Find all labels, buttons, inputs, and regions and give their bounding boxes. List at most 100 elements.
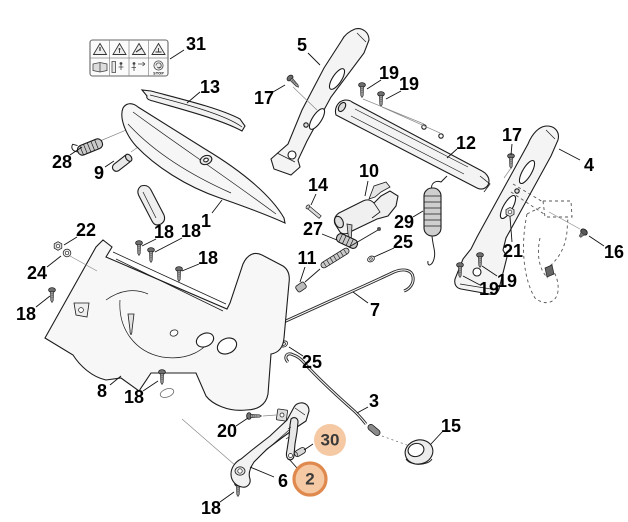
part-label-18[interactable]: 18 bbox=[201, 498, 221, 518]
highlight-circle-part-2[interactable] bbox=[292, 461, 328, 497]
leader-part-6-33 bbox=[249, 466, 275, 478]
leader-lines-layer bbox=[35, 49, 605, 503]
screw-18-d bbox=[48, 287, 56, 304]
part-label-31[interactable]: 31 bbox=[186, 34, 206, 54]
leader-part-19-7 bbox=[385, 90, 402, 100]
part-label-11[interactable]: 11 bbox=[297, 248, 316, 268]
part-1-cover bbox=[122, 104, 285, 223]
part-label-18[interactable]: 18 bbox=[198, 248, 218, 268]
blade-stop-icon: STOP bbox=[153, 61, 164, 76]
warning-blade-triangle-icon bbox=[152, 44, 165, 55]
keep-distance-icon bbox=[112, 62, 124, 73]
leader-part-31-0 bbox=[169, 49, 185, 60]
part-label-12[interactable]: 12 bbox=[456, 133, 476, 153]
part-label-19[interactable]: 19 bbox=[399, 74, 419, 94]
part-label-18[interactable]: 18 bbox=[16, 304, 36, 324]
leader-part-4-10 bbox=[558, 148, 581, 161]
part-label-14[interactable]: 14 bbox=[308, 175, 328, 195]
ghost-installed-bracket bbox=[511, 184, 572, 303]
safety-sticker: STOP bbox=[90, 40, 168, 76]
leader-part-30 bbox=[303, 443, 314, 451]
part-28-spring bbox=[71, 134, 104, 158]
leader-part-25-25 bbox=[288, 346, 304, 357]
leader-part-20-32 bbox=[235, 417, 249, 427]
washer-25-upper bbox=[367, 255, 376, 263]
leader-part-17-5 bbox=[272, 84, 286, 93]
part-9-pin bbox=[111, 153, 133, 173]
read-manual-icon bbox=[93, 63, 107, 73]
part-label-5[interactable]: 5 bbox=[297, 35, 307, 55]
part-label-28[interactable]: 28 bbox=[52, 152, 72, 172]
leader-part-19-28 bbox=[481, 265, 498, 277]
warning-bystander-triangle-icon bbox=[113, 44, 126, 55]
part-label-18[interactable]: 18 bbox=[154, 222, 174, 242]
part-label-20[interactable]: 20 bbox=[217, 421, 237, 441]
part-label-17[interactable]: 17 bbox=[254, 88, 274, 108]
leader-part-8-30 bbox=[109, 375, 122, 386]
part-label-25[interactable]: 25 bbox=[393, 232, 413, 252]
sticker-stop-text: STOP bbox=[153, 72, 164, 76]
part-label-19[interactable]: 19 bbox=[497, 271, 517, 291]
leader-part-28-2 bbox=[69, 146, 83, 156]
leader-part-24-13 bbox=[46, 255, 62, 268]
screw-16 bbox=[576, 227, 590, 240]
part-label-2[interactable]: 2 bbox=[305, 470, 314, 489]
part-label-15[interactable]: 15 bbox=[441, 416, 461, 436]
part-label-7[interactable]: 7 bbox=[370, 300, 380, 320]
leader-part-18-15 bbox=[154, 237, 183, 253]
part-label-19[interactable]: 19 bbox=[479, 279, 499, 299]
leader-part-16-29 bbox=[588, 235, 605, 247]
part-label-8[interactable]: 8 bbox=[97, 381, 107, 401]
leader-part-19-27 bbox=[462, 275, 481, 286]
leader-part-25-22 bbox=[373, 247, 395, 258]
part-label-29[interactable]: 29 bbox=[394, 212, 414, 232]
part-11-cable bbox=[295, 227, 381, 293]
part-6-mounting-bracket bbox=[231, 403, 309, 487]
part-label-3[interactable]: 3 bbox=[369, 391, 379, 411]
part-label-30[interactable]: 30 bbox=[321, 431, 340, 450]
leader-part-9-3 bbox=[104, 160, 115, 168]
washer-24 bbox=[62, 248, 72, 258]
nut-22 bbox=[53, 241, 63, 251]
part-label-13[interactable]: 13 bbox=[200, 77, 220, 97]
part-label-24[interactable]: 24 bbox=[27, 263, 47, 283]
part-label-4[interactable]: 4 bbox=[584, 155, 594, 175]
part-29-tension-spring bbox=[424, 176, 447, 265]
part-label-27[interactable]: 27 bbox=[303, 219, 323, 239]
handle-pivot-bar bbox=[138, 186, 165, 226]
leader-part-18-17 bbox=[35, 295, 51, 308]
leader-part-18-34 bbox=[219, 491, 235, 503]
part-label-10[interactable]: 10 bbox=[359, 161, 379, 181]
part-3-link-rod bbox=[286, 354, 381, 437]
leader-part-5-4 bbox=[307, 52, 321, 66]
highlight-circle-part-30[interactable] bbox=[314, 424, 346, 456]
part-label-22[interactable]: 22 bbox=[76, 220, 96, 240]
screw-19-b bbox=[377, 91, 385, 108]
part-label-1[interactable]: 1 bbox=[201, 211, 211, 231]
part-label-19[interactable]: 19 bbox=[379, 63, 399, 83]
part-label-16[interactable]: 16 bbox=[604, 242, 624, 262]
screw-18-a bbox=[135, 240, 143, 257]
leader-part-2 bbox=[288, 458, 298, 469]
warning-triangle-icon bbox=[94, 44, 107, 55]
leader-part-18-16 bbox=[181, 263, 200, 272]
part-label-21[interactable]: 21 bbox=[503, 241, 523, 261]
leader-part-13-1 bbox=[186, 91, 201, 104]
leader-part-15-36 bbox=[430, 430, 444, 445]
warning-thrown-objects-triangle-icon bbox=[133, 44, 146, 55]
screw-18-b bbox=[147, 247, 155, 264]
part-label-17[interactable]: 17 bbox=[502, 125, 522, 145]
part-label-18[interactable]: 18 bbox=[124, 387, 144, 407]
part-label-9[interactable]: 9 bbox=[94, 163, 104, 183]
screw-17-right bbox=[507, 153, 515, 170]
part-label-18[interactable]: 18 bbox=[181, 221, 201, 241]
part-label-6[interactable]: 6 bbox=[278, 471, 288, 491]
part-30-pin bbox=[293, 446, 306, 457]
leader-part-19-6 bbox=[366, 79, 382, 90]
part-label-25[interactable]: 25 bbox=[302, 352, 322, 372]
part-13-trim-strip bbox=[142, 90, 245, 131]
part-10-latch-assembly bbox=[333, 182, 398, 248]
